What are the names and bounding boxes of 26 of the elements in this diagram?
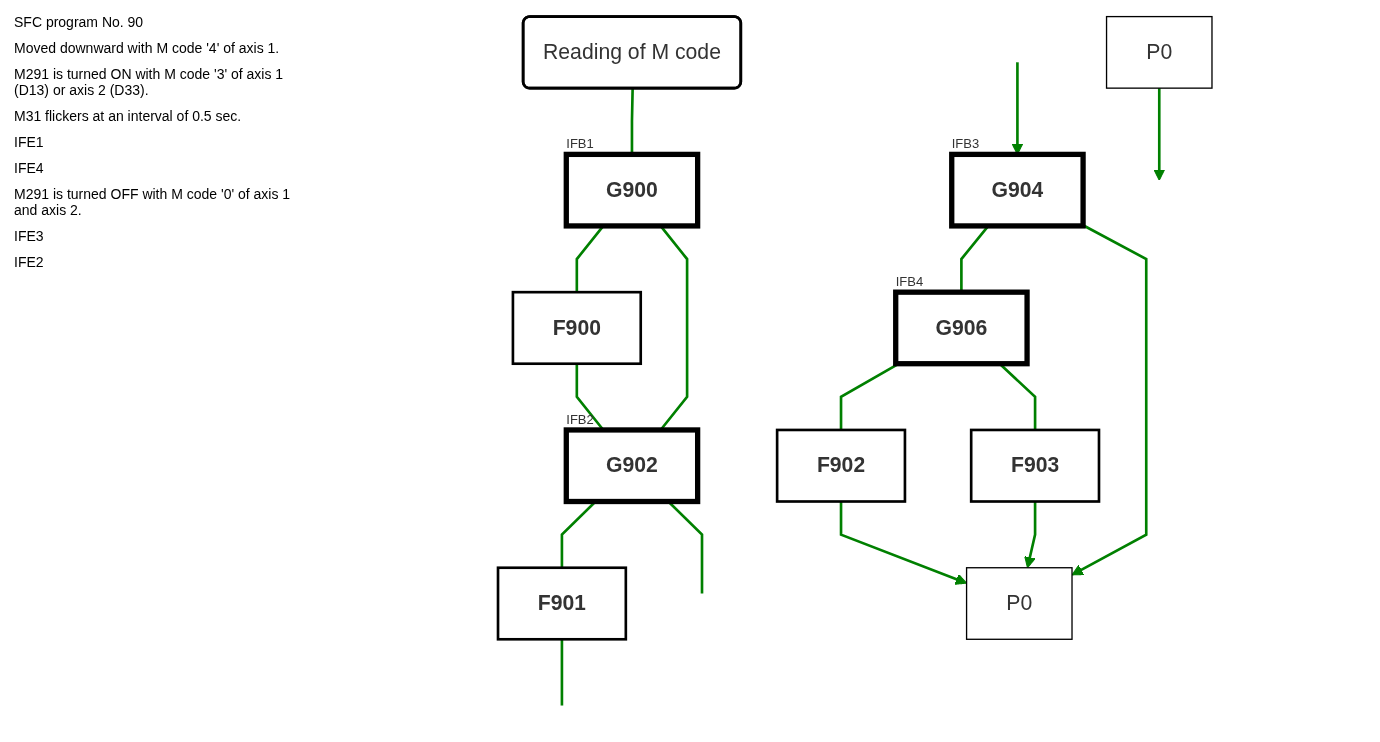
node-box: G906 — [893, 289, 1030, 367]
annotation-text: M291 is turned OFF with M code '0' of axis 1 and axis 2. — [14, 186, 292, 218]
annotation-text: IFE2 — [14, 254, 45, 270]
node-box: F903 — [969, 428, 1101, 503]
annotation-text: M291 is turned ON with M code '3' of axis 1 (D13) or axis 2 (D33). — [14, 66, 285, 98]
annotation-text: M31 flickers at an interval of 0.5 sec. — [14, 108, 243, 124]
connector — [560, 639, 564, 706]
node-box: F902 — [775, 428, 907, 503]
arrow — [1024, 501, 1037, 569]
arrow — [1153, 88, 1166, 181]
node-box: G900 — [563, 151, 701, 229]
annotation-text: Moved downward with M code '4' of axis 1. — [14, 40, 281, 56]
node-box: G902 — [563, 427, 701, 505]
node-box: P0 — [965, 567, 1073, 640]
annotation-text: SFC program No. 90 — [14, 14, 145, 30]
annotation-text: IFE4 — [14, 160, 45, 176]
node-box: P0 — [1105, 15, 1213, 89]
annotation-text: IFE1 — [14, 134, 45, 150]
step-label: IFB4 — [895, 274, 924, 290]
node-box: G904 — [949, 151, 1086, 229]
step-label: IFB3 — [951, 136, 980, 152]
annotation-text: IFE3 — [14, 228, 45, 244]
step-label: IFB2 — [566, 411, 594, 427]
node-box: F901 — [496, 566, 628, 641]
node-box: F900 — [511, 290, 643, 366]
step-label: IFB1 — [566, 136, 594, 152]
